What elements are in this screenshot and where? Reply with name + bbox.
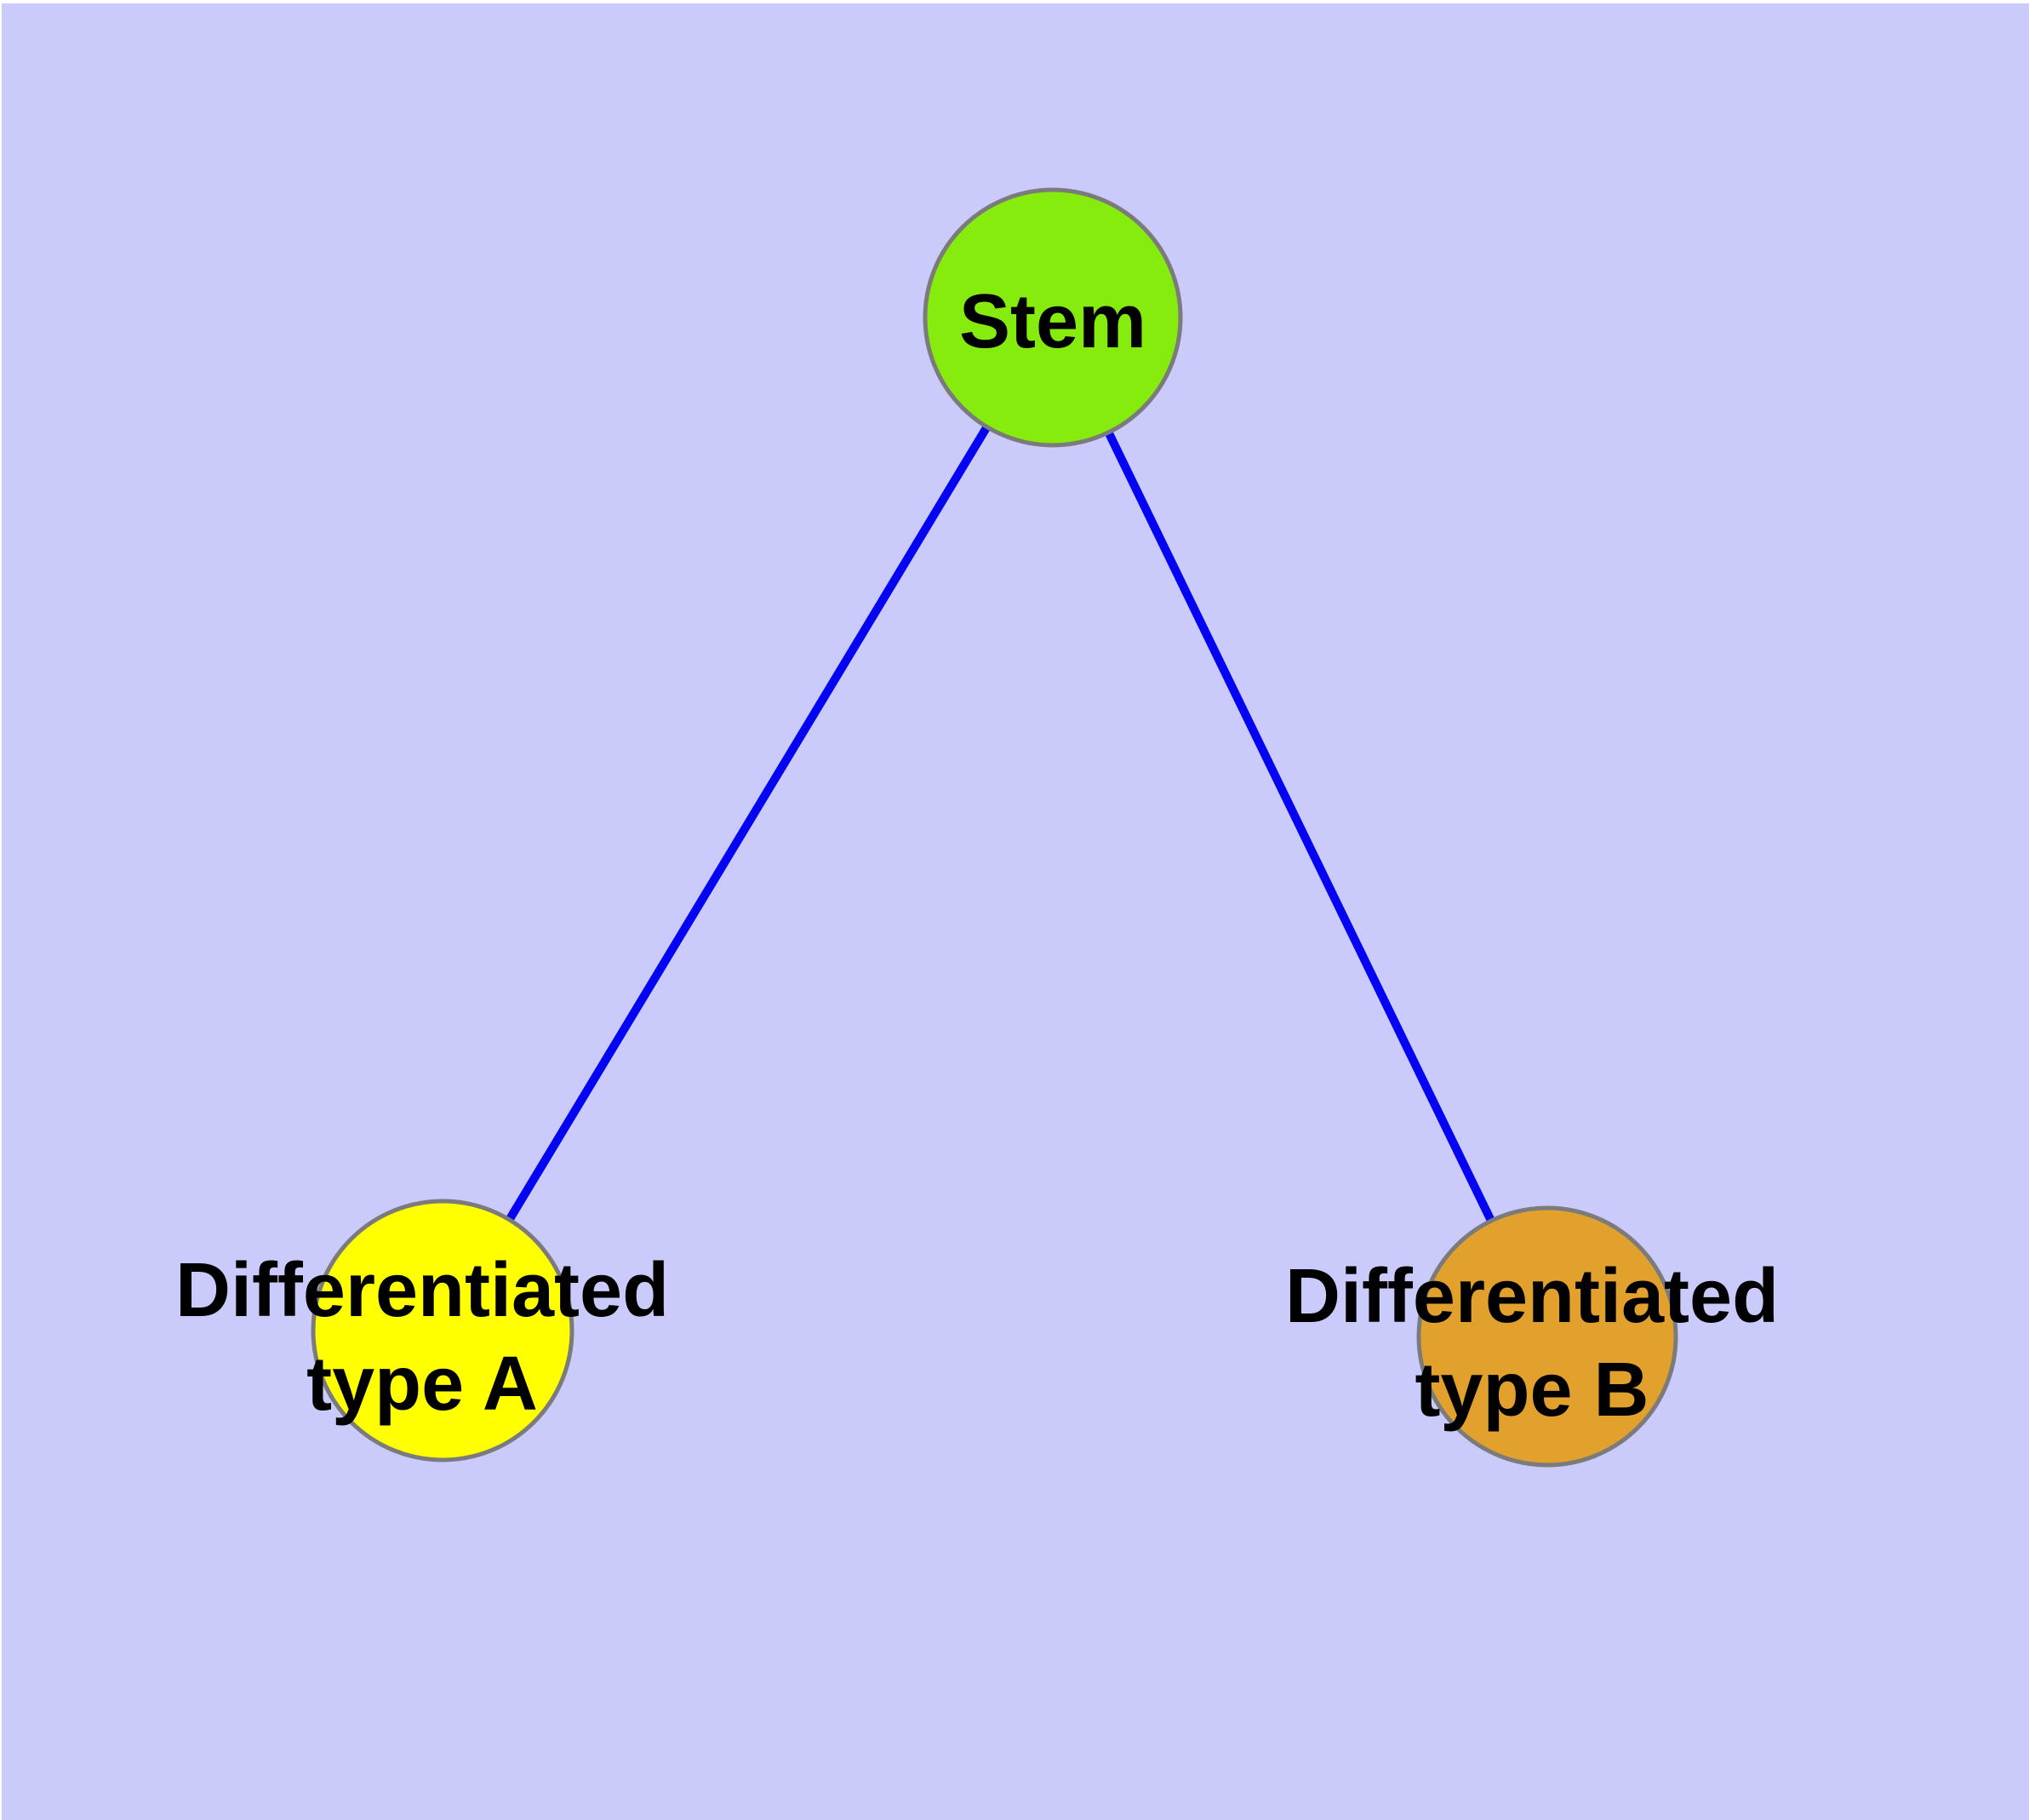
nodes-layer <box>311 187 1678 1468</box>
node-type-b <box>1416 1205 1678 1468</box>
edges-layer <box>438 315 1552 1339</box>
node-stem <box>923 187 1183 448</box>
edge-stem-to-type-a <box>438 315 1057 1333</box>
edge-stem-to-type-b <box>1049 315 1552 1339</box>
node-type-a <box>311 1199 574 1462</box>
